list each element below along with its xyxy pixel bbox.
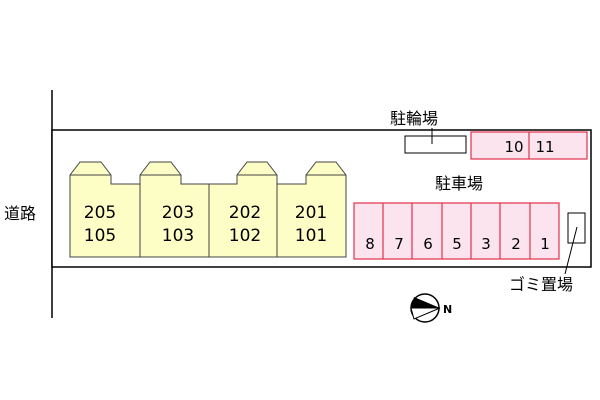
unit-label-201: 201 [295,203,327,223]
building-unit-201-101 [276,161,347,258]
parking-slot-10: 10 [504,138,523,156]
unit-label-202: 202 [229,203,261,223]
road-label: 道路 [4,204,36,223]
parking-slot-3: 3 [481,235,491,253]
parking-slot-5: 5 [452,235,462,253]
garbage-label: ゴミ置場 [509,275,573,294]
garbage-leader [564,226,578,275]
parking-slot-6: 6 [423,235,433,253]
parking-bottom-block [353,202,560,260]
unit-label-101: 101 [295,226,327,246]
bicycle-parking-label: 駐輪場 [390,109,438,128]
parking-slot-7: 7 [394,235,404,253]
bicycle-parking-area [404,135,467,154]
compass-icon [410,293,441,323]
unit-label-205: 205 [84,203,116,223]
parking-slot-8: 8 [365,235,375,253]
parking-slot-1: 1 [540,235,550,253]
unit-label-102: 102 [229,226,261,246]
parking-slot-2: 2 [511,235,521,253]
compass-north-label: N [443,303,452,316]
unit-label-103: 103 [162,226,194,246]
parking-slot-11: 11 [535,138,554,156]
unit-label-203: 203 [162,203,194,223]
building-block [69,161,347,258]
parking-label: 駐車場 [435,174,483,193]
unit-label-105: 105 [84,226,116,246]
